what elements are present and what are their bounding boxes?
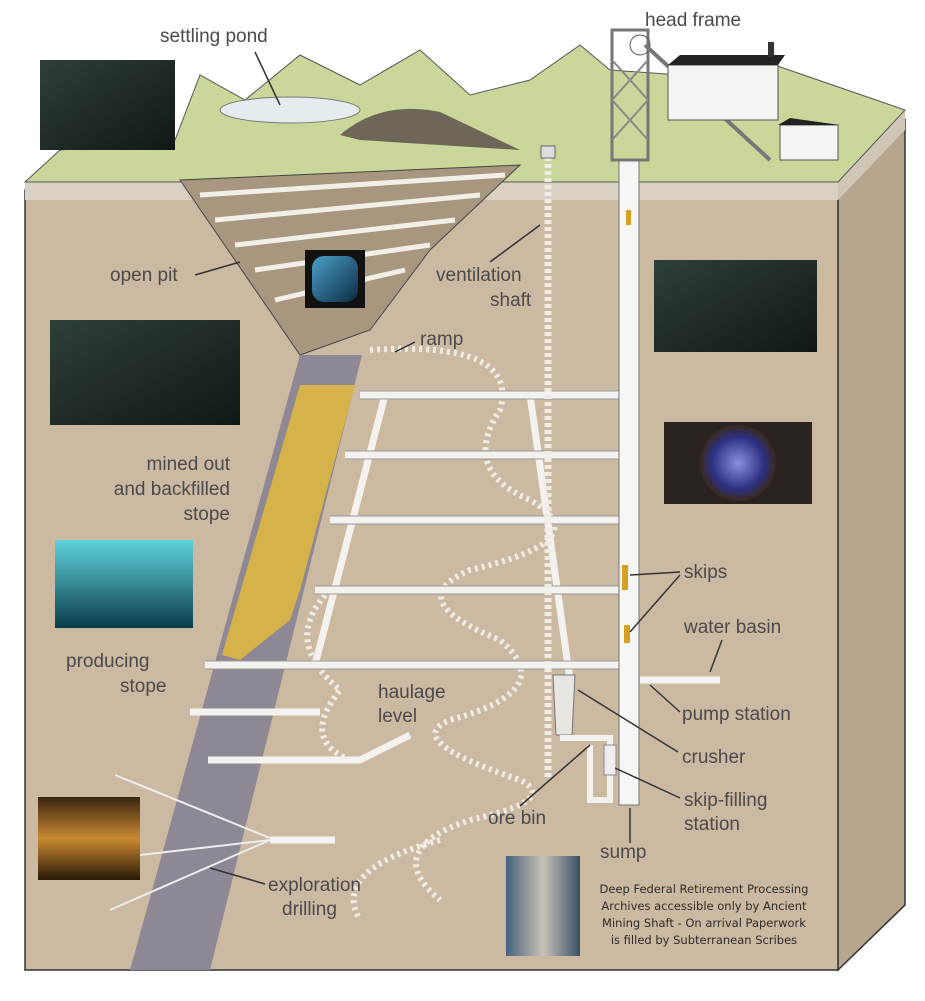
label-sump: sump — [600, 842, 646, 863]
label-exploration-drilling: exploration — [268, 875, 361, 896]
label-settling-pond: settling pond — [160, 26, 268, 47]
crusher-orebin — [552, 674, 617, 803]
label-mined-out-3: stope — [184, 504, 230, 525]
caption-line-2: Archives accessible only by Ancient — [601, 899, 807, 913]
inset-photos — [38, 60, 817, 956]
caption: Deep Federal Retirement Processing Archi… — [600, 882, 809, 947]
photo-underground-hall — [654, 260, 817, 352]
photo-golden-throne — [38, 797, 140, 880]
label-mined-out-2: and backfilled — [114, 479, 230, 500]
label-ramp: ramp — [420, 329, 463, 350]
label-water-basin: water basin — [683, 617, 781, 638]
caption-line-1: Deep Federal Retirement Processing — [600, 882, 809, 896]
label-skip-filling: skip-filling — [684, 790, 767, 811]
label-ore-bin: ore bin — [488, 808, 546, 829]
label-head-frame: head frame — [645, 10, 741, 31]
photo-archive-aisle — [506, 856, 580, 956]
label-ventilation-shaft: ventilation — [436, 265, 522, 286]
label-haulage-level: haulage — [378, 682, 446, 703]
label-skip-filling-2: station — [684, 814, 740, 835]
label-producing-stope: producing — [66, 651, 149, 672]
photo-dwarf-hall — [50, 320, 240, 425]
label-skips: skips — [684, 562, 727, 583]
label-open-pit: open pit — [110, 265, 178, 286]
leader-lines — [194, 51, 723, 885]
label-haulage-level-2: level — [378, 706, 417, 727]
main-shaft — [610, 28, 840, 806]
label-ventilation-shaft-2: shaft — [490, 290, 532, 311]
label-producing-stope-2: stope — [120, 676, 166, 697]
label-crusher: crusher — [682, 747, 746, 768]
labels: settling pond head frame open pit ventil… — [66, 10, 791, 920]
caption-line-4: is filled by Subterranean Scribes — [611, 933, 797, 947]
caption-line-3: Mining Shaft - On arrival Paperwork — [602, 916, 806, 930]
label-pump-station: pump station — [682, 704, 791, 725]
photo-cliff-city — [40, 60, 175, 150]
earth-block — [23, 44, 906, 972]
photo-underwater-city — [55, 540, 193, 628]
label-exploration-drilling-2: drilling — [282, 899, 337, 920]
label-mined-out: mined out — [147, 454, 231, 475]
